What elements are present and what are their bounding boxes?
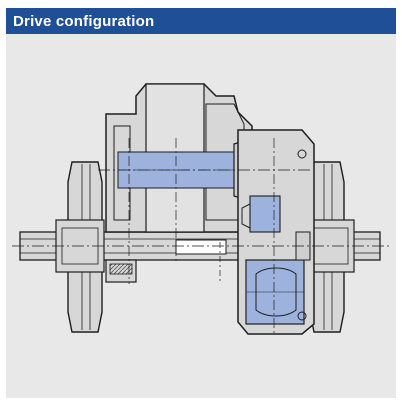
- figure-title: Drive configuration: [13, 12, 155, 30]
- diagram-panel: [6, 34, 396, 398]
- figure-header: Drive configuration: [6, 8, 396, 34]
- center-lines: [12, 138, 390, 334]
- left-wheel: [55, 161, 105, 333]
- drive-configuration-diagram: [12, 83, 390, 335]
- gearbox: [237, 129, 315, 335]
